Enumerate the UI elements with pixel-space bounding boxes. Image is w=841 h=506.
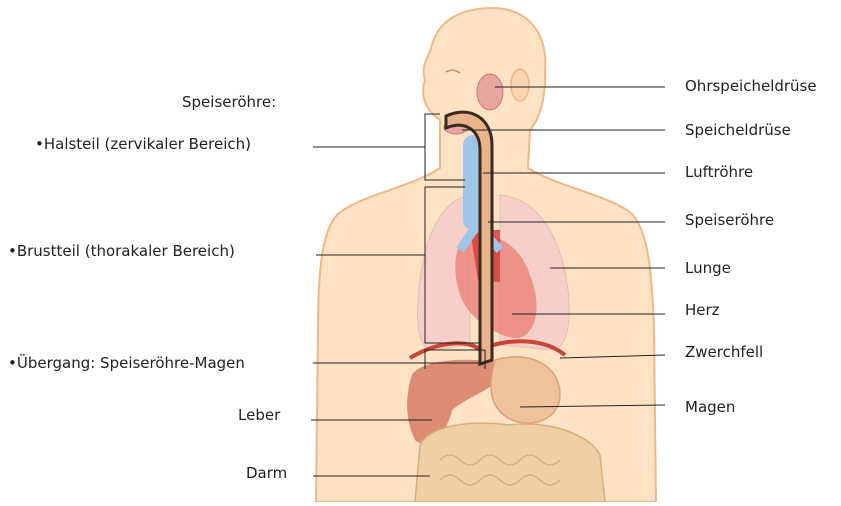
- label-brustteil: •Brustteil (thorakaler Bereich): [8, 242, 235, 260]
- label-speiseroehre: Speiseröhre: [685, 211, 774, 229]
- parotid-gland: [477, 74, 503, 110]
- intestines: [415, 423, 605, 502]
- label-zwerchfell: Zwerchfell: [685, 343, 763, 361]
- label-darm: Darm: [246, 464, 287, 482]
- heading-speiseroehre: Speiseröhre:: [182, 93, 276, 111]
- label-halsteil: •Halsteil (zervikaler Bereich): [35, 135, 251, 153]
- label-leber: Leber: [238, 406, 280, 424]
- label-uebergang: •Übergang: Speiseröhre-Magen: [8, 354, 245, 372]
- label-luftroehre: Luftröhre: [685, 163, 753, 181]
- label-lunge: Lunge: [685, 259, 731, 277]
- label-magen: Magen: [685, 398, 735, 416]
- label-speicheldruese: Speicheldrüse: [685, 121, 791, 139]
- label-ohrspeicheldruese: Ohrspeicheldrüse: [685, 77, 817, 95]
- label-herz: Herz: [685, 301, 720, 319]
- ear: [511, 69, 529, 101]
